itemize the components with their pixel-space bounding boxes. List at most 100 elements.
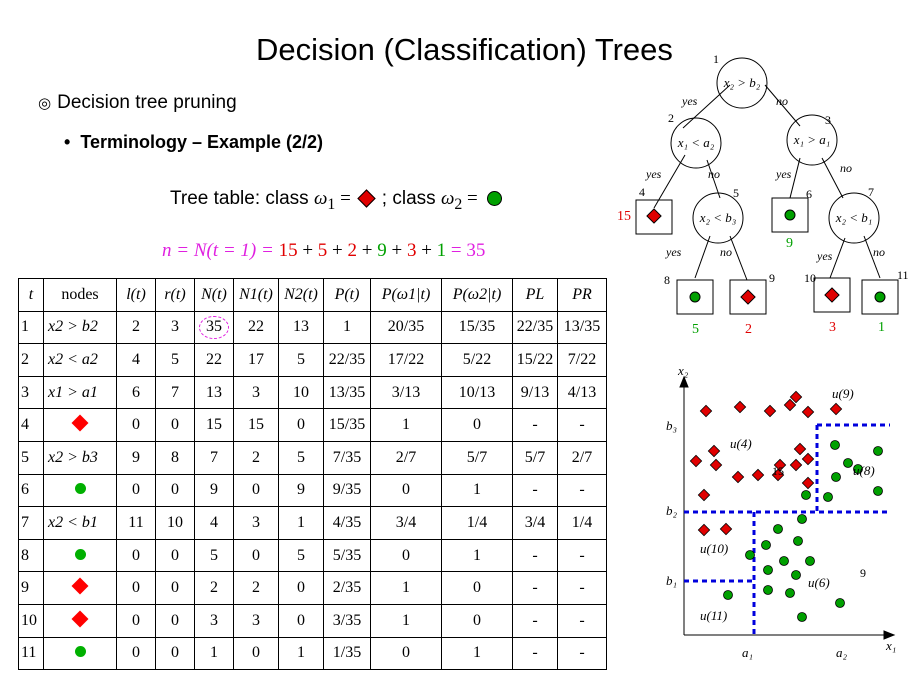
red-diamond-point — [801, 452, 815, 466]
svg-text:u(4): u(4) — [730, 436, 752, 451]
bullet-target-icon: ◎ — [38, 94, 52, 112]
table-cell-N: 5 — [194, 538, 234, 573]
table-cell-r: 10 — [155, 506, 195, 540]
table-cell-l: 2 — [116, 310, 156, 345]
table-cell-N1: 0 — [233, 538, 279, 573]
class2-dot-icon — [486, 191, 502, 207]
svg-text:5: 5 — [692, 322, 699, 337]
table-cell-l: 9 — [116, 440, 156, 475]
table-cell-N: 4 — [194, 506, 234, 540]
table-cell-r: 3 — [155, 310, 195, 345]
table-cell-r: 5 — [155, 343, 195, 377]
red-diamond-point — [793, 442, 807, 456]
red-diamond-point — [763, 404, 777, 418]
svg-text:yes: yes — [816, 249, 833, 263]
table-cell-l: 0 — [116, 538, 156, 573]
dot-icon — [74, 646, 86, 658]
table-cell-N2: 1 — [278, 636, 324, 671]
table-header-cell: nodes — [43, 278, 117, 312]
table-cell-r: 7 — [155, 375, 195, 410]
table-cell-PR: - — [557, 473, 607, 508]
table-cell-Pw1: 1 — [370, 603, 442, 638]
table-cell-Pw1: 0 — [370, 636, 442, 671]
svg-text:9: 9 — [769, 271, 775, 285]
table-cell-node: x2 < b1 — [43, 506, 117, 540]
table-cell-Pw2: 5/22 — [441, 343, 513, 377]
svg-text:u(9): u(9) — [832, 386, 854, 401]
svg-text:u(6): u(6) — [808, 575, 830, 590]
table-cell-PL: - — [512, 636, 558, 671]
table-header-cell: N(t) — [194, 278, 234, 312]
table-cell-N1: 17 — [233, 343, 279, 377]
table-cell-node — [43, 636, 117, 671]
table-cell-node — [43, 473, 117, 508]
svg-text:x₁: x₁ — [885, 638, 896, 653]
table-cell-P: 13/35 — [323, 375, 371, 410]
svg-text:5: 5 — [733, 186, 739, 200]
table-cell-node: x2 < a2 — [43, 343, 117, 377]
table-cell-PR: 2/7 — [557, 440, 607, 475]
table-cell-N2: 5 — [278, 343, 324, 377]
n-equation: n = N(t = 1) = 15 + 5 + 2 + 9 + 3 + 1 = … — [162, 240, 485, 262]
table-cell-r: 0 — [155, 473, 195, 508]
green-dot-point — [763, 585, 773, 595]
table-cell-N: 22 — [194, 343, 234, 377]
table-cell-Pw2: 0 — [441, 603, 513, 638]
table-cell-PR: - — [557, 408, 607, 442]
table-cell-l: 6 — [116, 375, 156, 410]
table-cell-N1: 2 — [233, 571, 279, 605]
red-diamond-point — [709, 458, 723, 472]
svg-text:9: 9 — [786, 236, 793, 251]
table-cell-t: 3 — [18, 375, 44, 410]
table-cell-Pw2: 15/35 — [441, 310, 513, 345]
n-equation-result: 35 — [466, 240, 486, 261]
red-diamond-point — [731, 470, 745, 484]
table-cell-N1: 3 — [233, 375, 279, 410]
svg-text:a₁: a₁ — [742, 645, 753, 660]
table-cell-N2: 13 — [278, 310, 324, 345]
table-cell-l: 0 — [116, 571, 156, 605]
table-cell-Pw1: 3/4 — [370, 506, 442, 540]
n-equation-term: 15 — [278, 240, 298, 261]
n-equation-term: 3 — [406, 240, 417, 261]
diamond-icon — [71, 610, 89, 628]
svg-text:x₂ > b₂: x₂ > b₂ — [723, 75, 761, 90]
n-equation-lhs: n = N(t = 1) = — [162, 240, 279, 261]
table-cell-N: 13 — [194, 375, 234, 410]
diamond-icon — [71, 414, 89, 432]
table-header-cell: P(ω2|t) — [441, 278, 513, 312]
table-cell-P: 5/35 — [323, 538, 371, 573]
table-cell-node — [43, 603, 117, 638]
table-cell-P: 15/35 — [323, 408, 371, 442]
table-cell-PL: - — [512, 473, 558, 508]
table-cell-Pw1: 20/35 — [370, 310, 442, 345]
table-cell-N2: 5 — [278, 440, 324, 475]
green-dot-point — [723, 590, 733, 600]
table-cell-N1: 3 — [233, 506, 279, 540]
table-cell-Pw2: 0 — [441, 408, 513, 442]
table-cell-P: 9/35 — [323, 473, 371, 508]
decision-tree-diagram: x₂ > b₂ x₁ < a₂ x₁ > a₁ x₂ < b₃ x₂ < b₁ … — [617, 52, 909, 337]
table-cell-r: 0 — [155, 408, 195, 442]
green-dot-point — [785, 588, 795, 598]
table-cell-l: 0 — [116, 636, 156, 671]
svg-text:1: 1 — [713, 52, 719, 66]
table-cell-node: x2 > b3 — [43, 440, 117, 475]
legend-prefix: Tree table: class — [170, 188, 314, 209]
bullet-level2-text: Terminology – Example (2/2) — [80, 132, 324, 152]
table-cell-PL: 3/4 — [512, 506, 558, 540]
svg-text:no: no — [873, 245, 885, 259]
page-title: Decision (Classification) Trees — [256, 32, 673, 67]
red-diamond-point — [699, 404, 713, 418]
table-cell-P: 4/35 — [323, 506, 371, 540]
green-dot-point — [823, 492, 833, 502]
table-cell-N2: 1 — [278, 506, 324, 540]
svg-text:4: 4 — [639, 185, 645, 199]
legend-equals2: = — [462, 188, 483, 209]
svg-text:x₂ < b₃: x₂ < b₃ — [699, 210, 737, 225]
table-cell-Pw1: 17/22 — [370, 343, 442, 377]
green-dot-point — [853, 464, 863, 474]
